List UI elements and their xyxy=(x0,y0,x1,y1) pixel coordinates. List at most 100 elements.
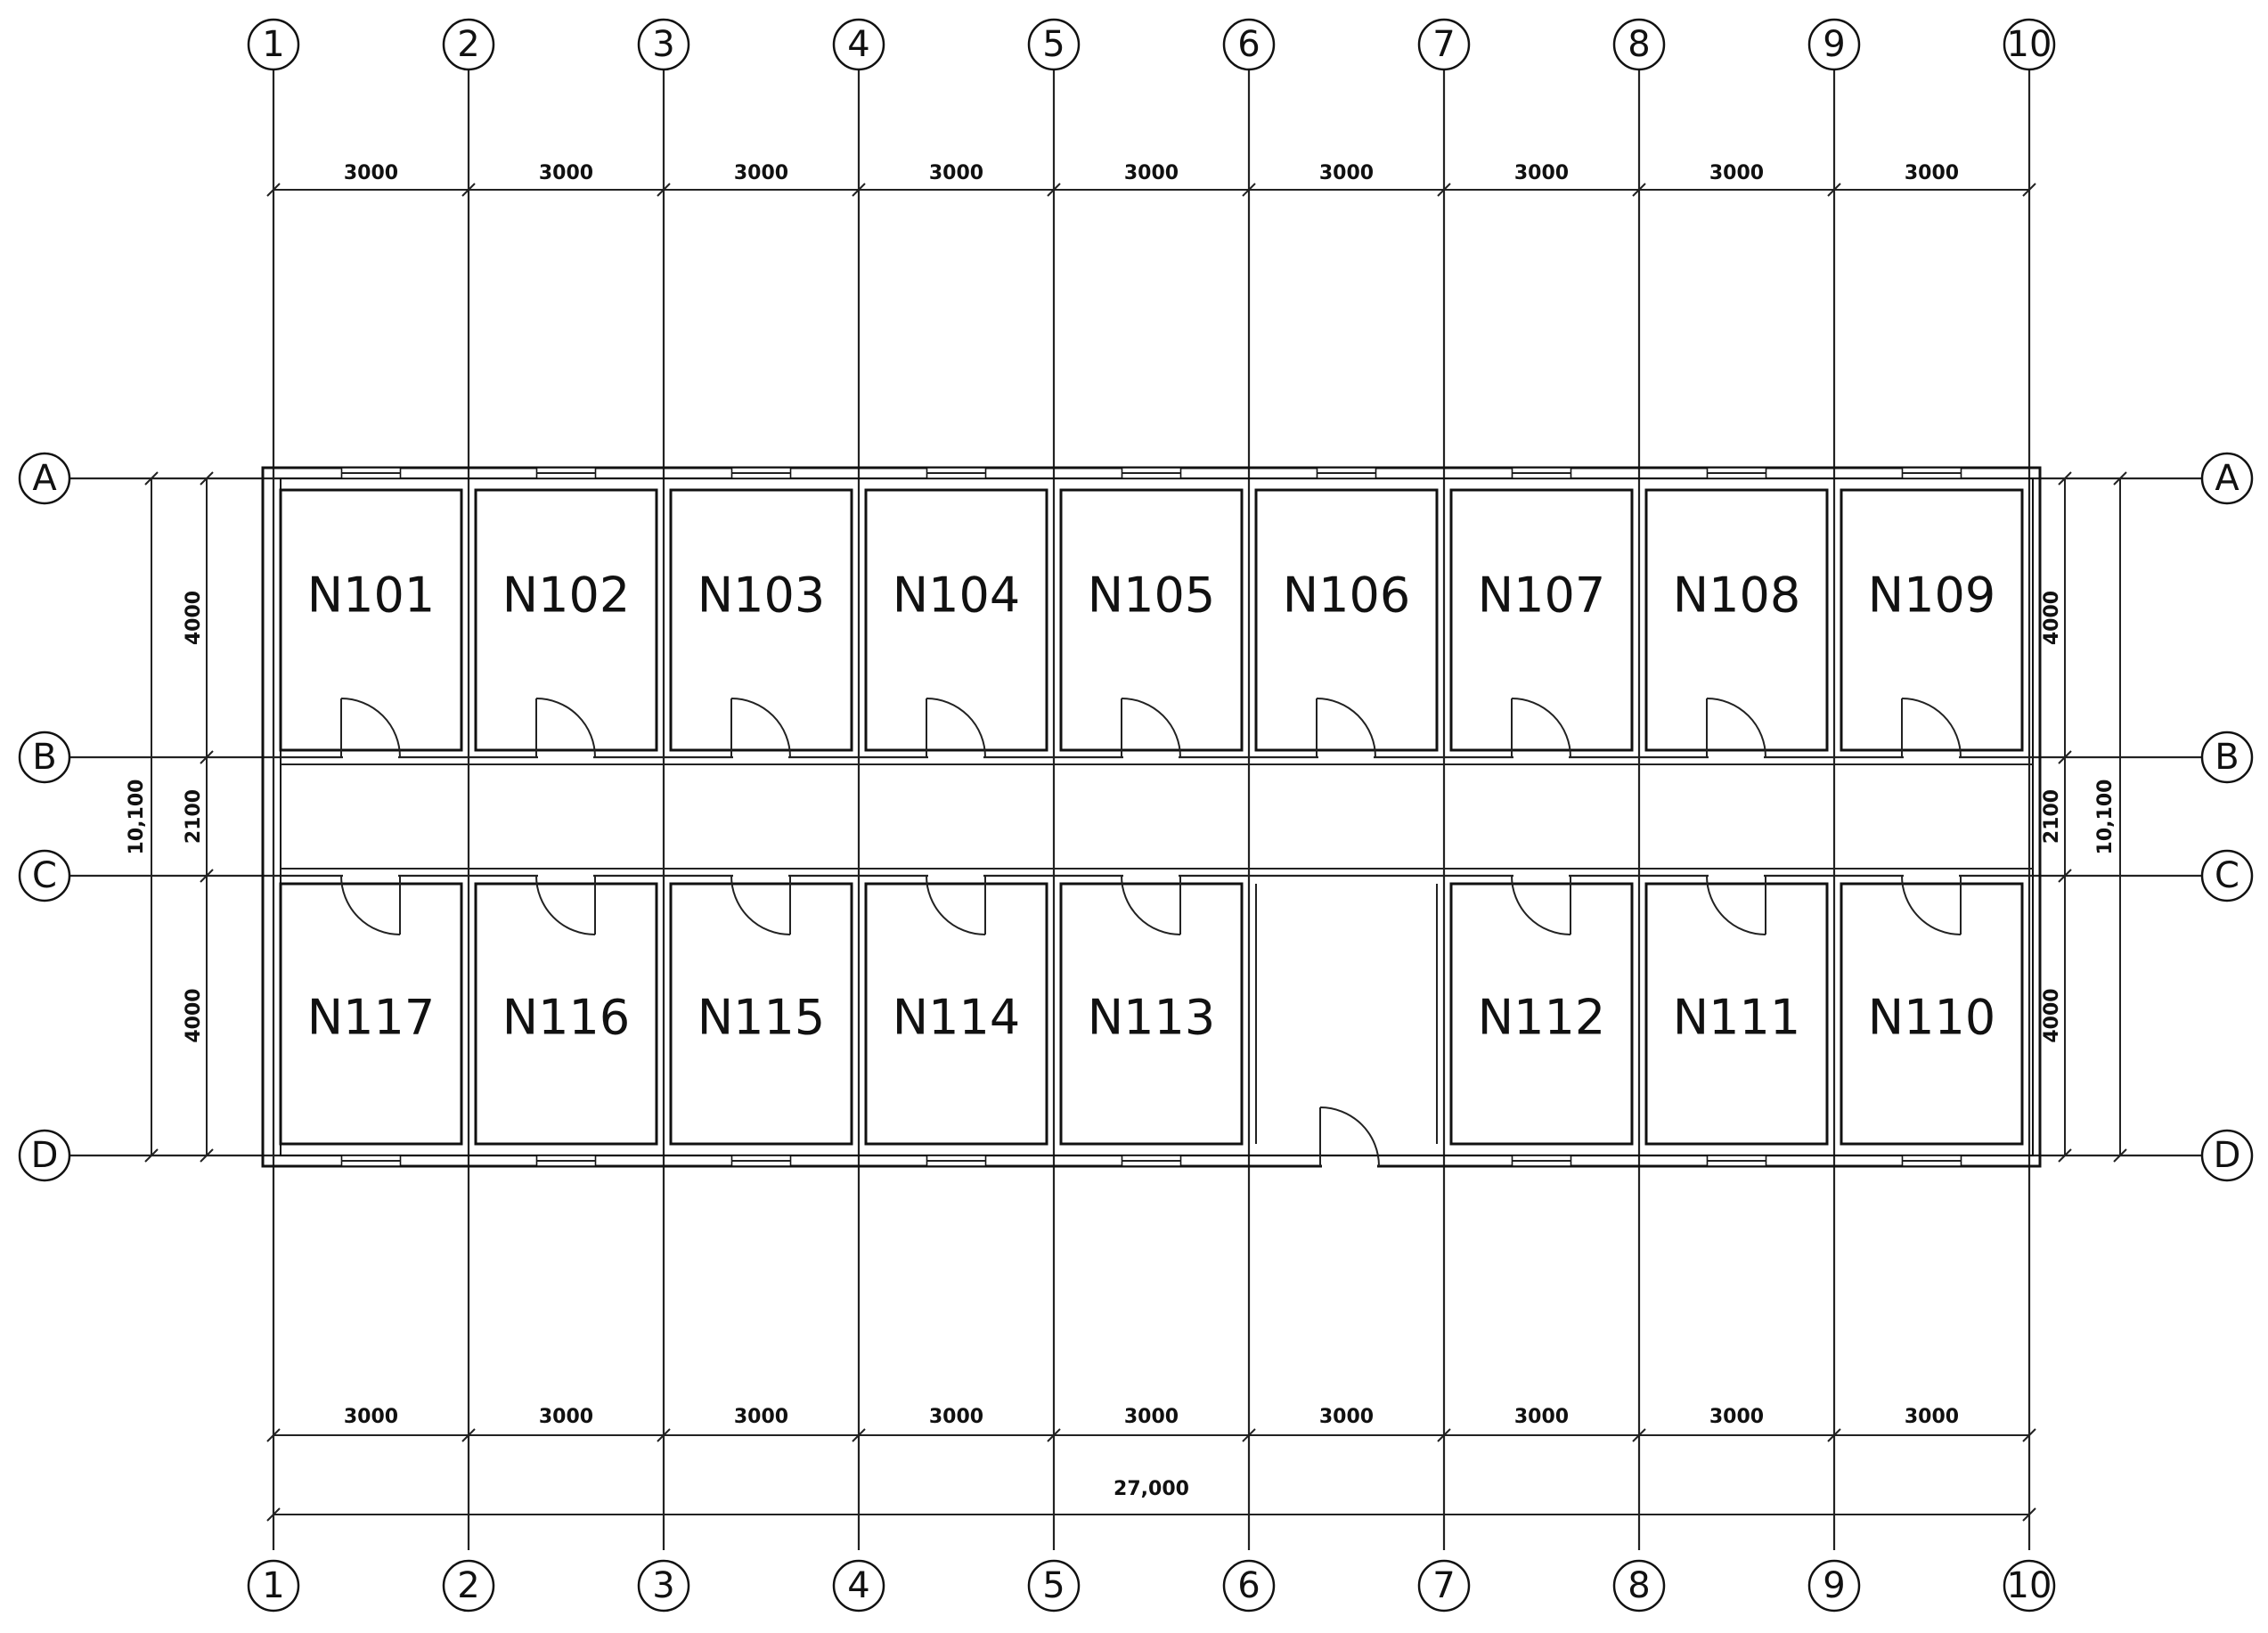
dim-tick-right-B xyxy=(2058,750,2072,764)
room-label-south-2: N116 xyxy=(502,990,630,1046)
dim-tick-top-3 xyxy=(657,183,671,197)
dim-label-bottom: 3000 xyxy=(1124,1406,1179,1428)
dim-tick-left-outer-A xyxy=(144,471,159,486)
dim-tick-top-7 xyxy=(1437,183,1451,197)
axis-label-bottom-2: 2 xyxy=(457,1565,479,1606)
room-outline-north-1 xyxy=(279,488,463,752)
axis-bubble-top-4 xyxy=(832,18,885,71)
door-south-2-swing xyxy=(535,875,596,935)
door-south-5-swing xyxy=(1121,875,1181,935)
room-label-north-3: N103 xyxy=(698,567,825,624)
axis-label-right-B: B xyxy=(2215,737,2239,778)
dim-tick-top-1 xyxy=(266,183,281,197)
dim-label-top: 3000 xyxy=(1709,162,1764,184)
dim-tick-bottom-1 xyxy=(266,1428,281,1442)
door-north-9-opening xyxy=(1904,754,1959,761)
axis-label-top-6: 6 xyxy=(1237,24,1260,65)
axis-bubble-top-2 xyxy=(442,18,495,71)
dimension-lines xyxy=(144,183,2127,1522)
axis-bubble-top-10 xyxy=(2003,18,2056,71)
room-outline-north-8 xyxy=(1644,488,1829,752)
room-label-north-9: N109 xyxy=(1868,567,1995,624)
axis-bubble-bottom-10 xyxy=(2003,1559,2056,1613)
dim-tick-bottom-4 xyxy=(852,1428,866,1442)
axis-label-left-D: D xyxy=(31,1135,59,1176)
axis-bubble-top-7 xyxy=(1417,18,1471,71)
door-south-3-swing xyxy=(730,875,791,935)
axis-bubble-bottom-6 xyxy=(1222,1559,1276,1613)
axis-bubble-left-D xyxy=(18,1129,71,1182)
grid-lines xyxy=(69,69,2202,1550)
axis-label-top-7: 7 xyxy=(1432,24,1455,65)
dim-tick-bottom-7 xyxy=(1437,1428,1451,1442)
axis-bubble-top-8 xyxy=(1612,18,1666,71)
axis-label-left-B: B xyxy=(32,737,56,778)
dim-label-bottom: 3000 xyxy=(1709,1406,1764,1428)
axis-bubble-bottom-5 xyxy=(1027,1559,1081,1613)
room-labels: N101N117N102N116N103N115N104N114N105N113… xyxy=(307,567,1995,1046)
dim-label-bottom: 3000 xyxy=(734,1406,788,1428)
axis-label-top-2: 2 xyxy=(457,24,479,65)
dim-tick-right-outer-A xyxy=(2113,471,2127,486)
room-label-south-5: N113 xyxy=(1088,990,1215,1046)
door-north-6-opening xyxy=(1318,754,1374,761)
dim-label-left-ab: 4000 xyxy=(183,591,205,645)
door-south-7-opening xyxy=(1513,872,1569,879)
dimension-labels: 3000300030003000300030003000300030003000… xyxy=(126,162,2117,1500)
room-outline-south-9 xyxy=(1840,882,2024,1146)
dim-tick-top-6 xyxy=(1242,183,1256,197)
axis-label-top-9: 9 xyxy=(1823,24,1845,65)
dim-tick-top-2 xyxy=(461,183,476,197)
axis-bubble-top-9 xyxy=(1807,18,1861,71)
axis-label-right-A: A xyxy=(2215,458,2239,499)
dim-tick-overall-end xyxy=(2022,1507,2036,1522)
axis-bubble-top-1 xyxy=(247,18,300,71)
dim-tick-top-4 xyxy=(852,183,866,197)
axis-bubble-bottom-1 xyxy=(247,1559,300,1613)
door-north-2-swing xyxy=(535,698,596,758)
room-label-south-9: N110 xyxy=(1868,990,1995,1046)
room-label-south-7: N112 xyxy=(1478,990,1605,1046)
axis-label-right-D: D xyxy=(2214,1135,2241,1176)
axis-label-right-C: C xyxy=(2215,855,2239,896)
room-outline-south-1 xyxy=(279,882,463,1146)
dim-label-top: 3000 xyxy=(734,162,788,184)
door-lobby-exterior-opening xyxy=(1322,1163,1377,1170)
dim-tick-left-B xyxy=(200,750,214,764)
axis-bubble-bottom-8 xyxy=(1612,1559,1666,1613)
dim-label-top: 3000 xyxy=(1124,162,1179,184)
axis-bubble-top-5 xyxy=(1027,18,1081,71)
room-outline-north-7 xyxy=(1449,488,1634,752)
door-north-7-swing xyxy=(1511,698,1571,758)
dim-tick-left-D xyxy=(200,1148,214,1163)
axis-label-top-8: 8 xyxy=(1628,24,1650,65)
room-label-north-6: N106 xyxy=(1283,567,1410,624)
room-label-north-4: N104 xyxy=(893,567,1020,624)
dim-label-right-cd: 4000 xyxy=(2041,988,2063,1042)
door-north-1-opening xyxy=(343,754,398,761)
door-north-8-swing xyxy=(1706,698,1766,758)
axis-label-bottom-9: 9 xyxy=(1823,1565,1845,1606)
door-north-2-opening xyxy=(538,754,593,761)
room-label-north-8: N108 xyxy=(1673,567,1800,624)
axis-label-top-5: 5 xyxy=(1042,24,1065,65)
door-south-9-swing xyxy=(1901,875,1962,935)
door-north-9-swing xyxy=(1901,698,1962,758)
room-outline-north-4 xyxy=(864,488,1048,752)
dim-tick-overall-start xyxy=(266,1507,281,1522)
dim-label-top: 3000 xyxy=(1319,162,1374,184)
dim-tick-left-C xyxy=(200,869,214,883)
axis-bubble-bottom-3 xyxy=(637,1559,690,1613)
dim-label-left-bc: 2100 xyxy=(183,789,205,844)
dim-tick-top-8 xyxy=(1632,183,1646,197)
door-north-3-swing xyxy=(730,698,791,758)
door-north-8-opening xyxy=(1709,754,1764,761)
room-outline-south-3 xyxy=(669,882,853,1146)
door-north-6-swing xyxy=(1316,698,1376,758)
room-label-south-3: N115 xyxy=(698,990,825,1046)
dim-tick-left-A xyxy=(200,471,214,486)
axis-label-top-3: 3 xyxy=(652,24,674,65)
dim-label-overall: 27,000 xyxy=(1114,1478,1189,1500)
